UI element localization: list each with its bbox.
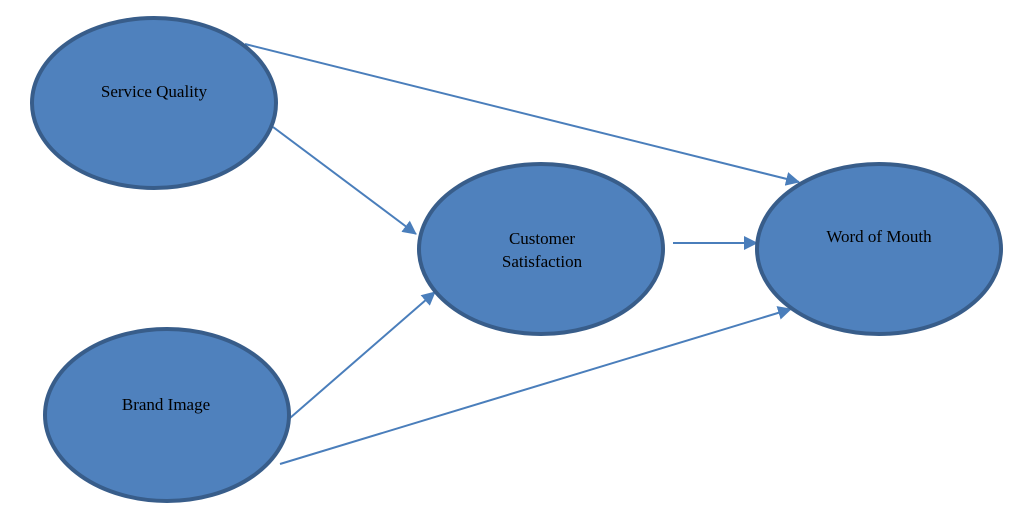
node-label: Word of Mouth [826,227,932,246]
edge-brand-image-to-customer-satisfaction [289,291,436,419]
node-label-line-2: Satisfaction [502,252,583,271]
node-service-quality[interactable]: Service Quality [30,16,278,190]
node-ellipse [755,162,1003,336]
node-label-line-1: Customer [509,229,575,248]
node-ellipse [417,162,665,336]
node-word-of-mouth[interactable]: Word of Mouth [755,162,1003,336]
edges [244,43,800,465]
node-ellipse [30,16,278,190]
node-customer-satisfaction[interactable]: Customer Satisfaction [417,162,665,336]
edge-service-quality-to-word-of-mouth [244,43,800,186]
node-brand-image[interactable]: Brand Image [43,327,291,503]
node-label: Service Quality [101,82,208,101]
node-label: Brand Image [122,395,210,414]
edge-service-quality-to-customer-satisfaction [272,126,417,235]
node-ellipse [43,327,291,503]
edge-brand-image-to-word-of-mouth [279,306,792,465]
